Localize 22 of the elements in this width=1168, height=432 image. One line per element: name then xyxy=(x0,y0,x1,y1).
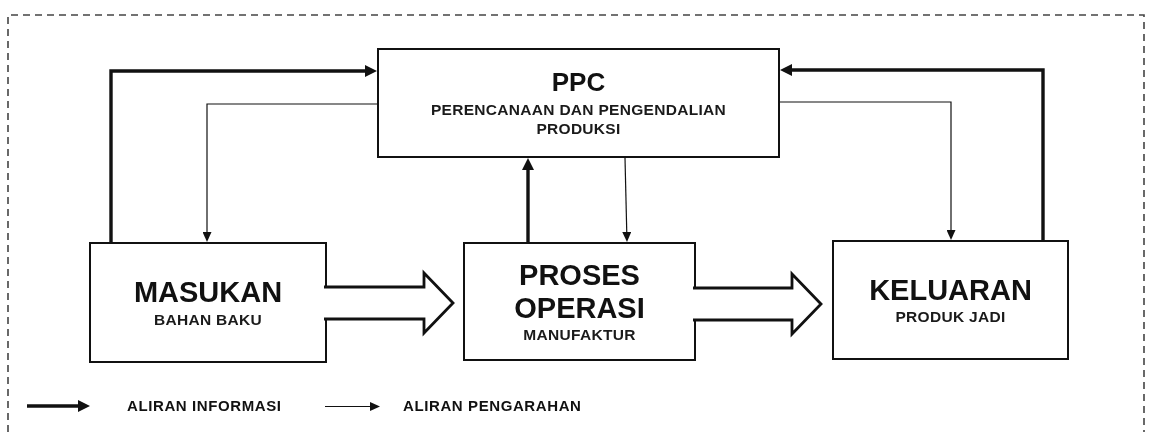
legend-label: ALIRAN INFORMASI xyxy=(127,397,282,415)
box-subtitle: PRODUK JADI xyxy=(895,307,1006,327)
box-title: KELUARAN xyxy=(869,273,1032,308)
arrow xyxy=(780,64,1045,240)
arrow xyxy=(779,101,956,240)
arrow xyxy=(622,157,632,242)
process-box xyxy=(463,242,696,361)
process-box xyxy=(377,48,780,158)
box-title: MASUKAN xyxy=(133,276,283,310)
arrow xyxy=(522,158,534,242)
legend-label: ALIRAN PENGARAHAN xyxy=(403,397,582,415)
box-subtitle: BAHAN BAKU xyxy=(153,309,263,329)
box-subtitle: MANUFAKTUR xyxy=(523,325,636,345)
process-box xyxy=(89,242,327,363)
block-arrow xyxy=(691,270,823,338)
process-box xyxy=(832,240,1069,360)
block-arrow xyxy=(322,269,455,337)
arrow xyxy=(202,103,378,242)
box-title: PROSES OPERASI xyxy=(513,258,646,326)
arrow xyxy=(109,65,377,242)
box-subtitle: PERENCANAAN DAN PENGENDALIAN PRODUKSI xyxy=(429,99,728,138)
box-title: PPC xyxy=(551,68,606,98)
